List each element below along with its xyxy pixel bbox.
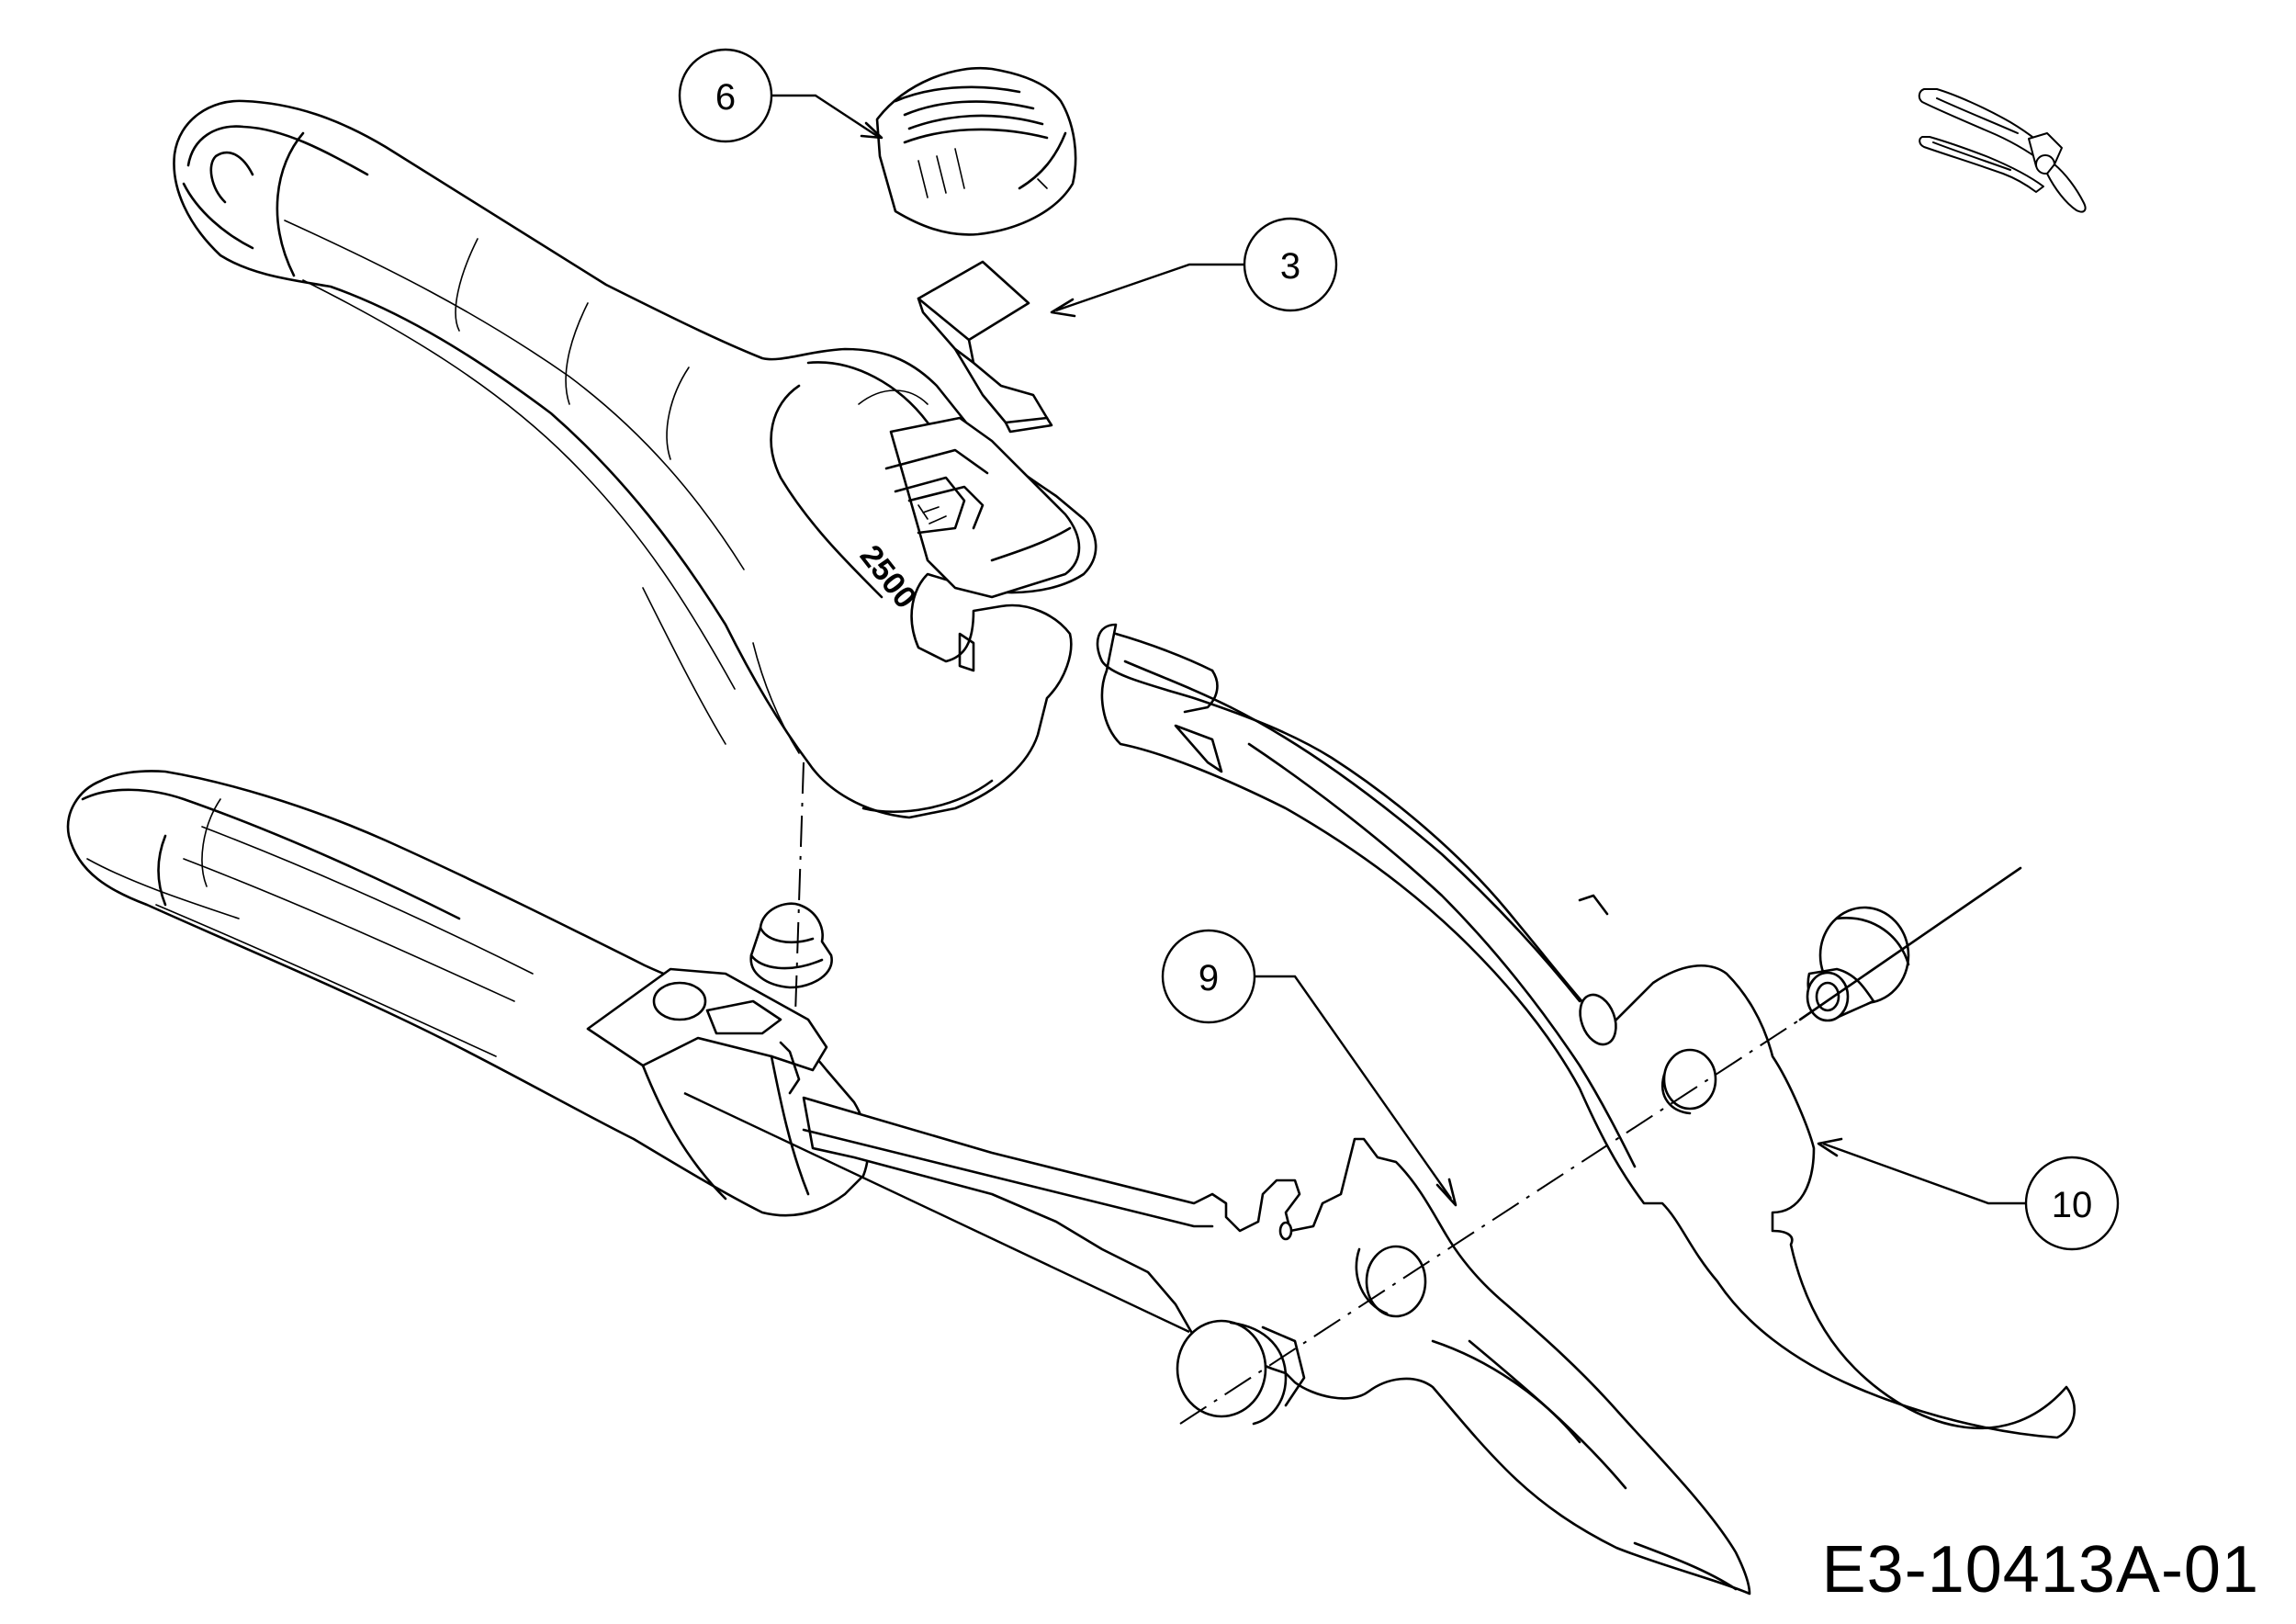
upper-handle: 2500 <box>173 99 1097 819</box>
leader-part-9-shank <box>683 1091 1190 1334</box>
lower-handle <box>66 770 870 1217</box>
part-3-spring-clip <box>917 260 1053 434</box>
callout-part-10: 10 <box>2024 1156 2120 1251</box>
pivot-nut <box>1806 906 1910 1022</box>
bumper-axis-line <box>793 761 805 1043</box>
assembled-pruner-thumbnail <box>1918 88 2087 213</box>
arrow-part-10 <box>1817 1137 1843 1157</box>
bumper-stop <box>749 902 833 989</box>
callout-label-10: 10 <box>2052 1185 2093 1225</box>
callout-label-9: 9 <box>1199 958 1219 998</box>
upper-cutting-blade <box>1096 623 2076 1439</box>
leader-part-3 <box>1055 263 1244 312</box>
part-6-lock-button <box>875 66 1077 236</box>
leader-part-9 <box>1236 975 1452 1200</box>
callout-label-3: 3 <box>1280 246 1300 287</box>
leader-part-10 <box>1822 1142 2039 1205</box>
pivot-axis-extension <box>1798 866 2022 1021</box>
callout-part-9: 9 <box>1161 929 1256 1024</box>
leader-part-6 <box>771 94 878 138</box>
callout-part-3: 3 <box>1243 217 1338 312</box>
drawing-number: E3-10413A-01 <box>1821 1533 2259 1607</box>
callout-part-6: 6 <box>678 48 773 143</box>
arrow-part-9 <box>1435 1178 1458 1207</box>
pivot-axis-line <box>1179 1019 1801 1425</box>
callout-label-6: 6 <box>715 77 736 118</box>
pivot-bolt <box>1176 1319 1306 1426</box>
arrow-part-3 <box>1050 298 1076 318</box>
arrow-part-6 <box>860 121 884 140</box>
